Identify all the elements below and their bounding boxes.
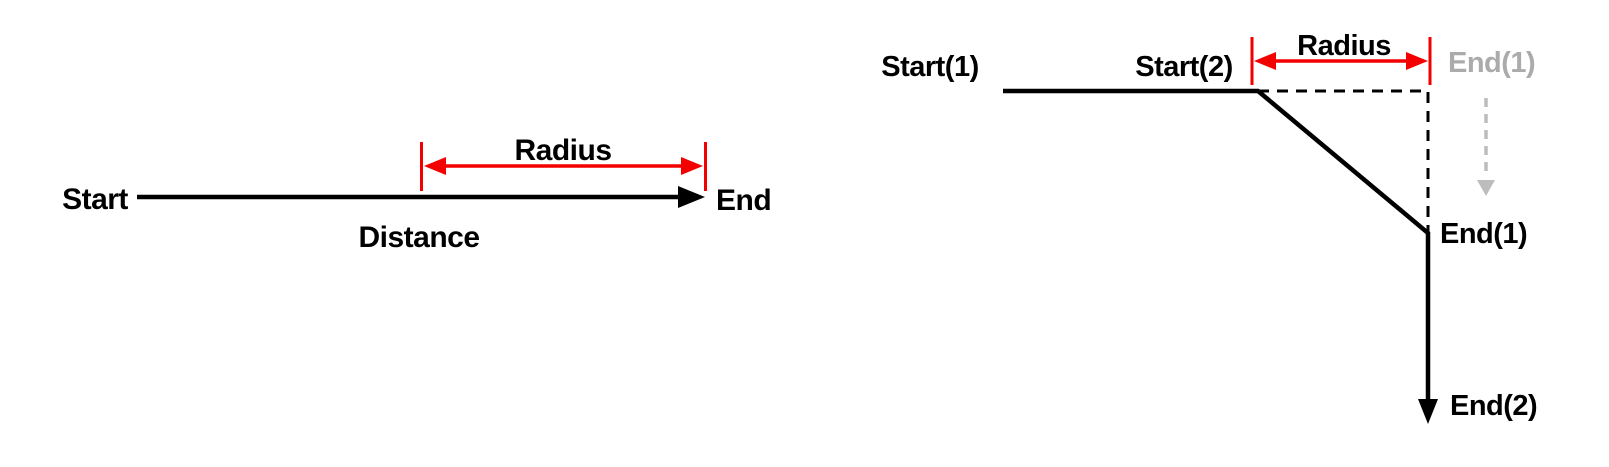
straight-path-diagram: Start End Distance Radius [62, 134, 772, 254]
start2-label: Start(2) [1135, 51, 1233, 83]
radius-arrowhead-right-icon [681, 157, 703, 175]
distance-label: Distance [358, 221, 479, 254]
end-label: End [716, 184, 771, 217]
bent-path-diagram: Start(1) Start(2) Radius End(1) End(1) E… [881, 30, 1538, 424]
distance-arrowhead-icon [678, 186, 705, 208]
radius-label-2: Radius [1297, 30, 1391, 62]
bent-path-arrowhead-icon [1418, 399, 1438, 424]
start1-label: Start(1) [881, 51, 979, 83]
radius-arrowhead-right-2-icon [1406, 52, 1428, 70]
end2-label: End(2) [1450, 390, 1537, 422]
end1-ghost-label: End(1) [1448, 47, 1535, 79]
radius-label: Radius [514, 134, 611, 167]
radius-arrowhead-left-icon [424, 157, 446, 175]
bent-path-line [1003, 88, 1431, 402]
end1-label: End(1) [1440, 218, 1527, 250]
radius-arrowhead-left-2-icon [1254, 52, 1276, 70]
start-label: Start [62, 183, 128, 216]
ghost-drop-arrowhead-icon [1477, 180, 1495, 196]
